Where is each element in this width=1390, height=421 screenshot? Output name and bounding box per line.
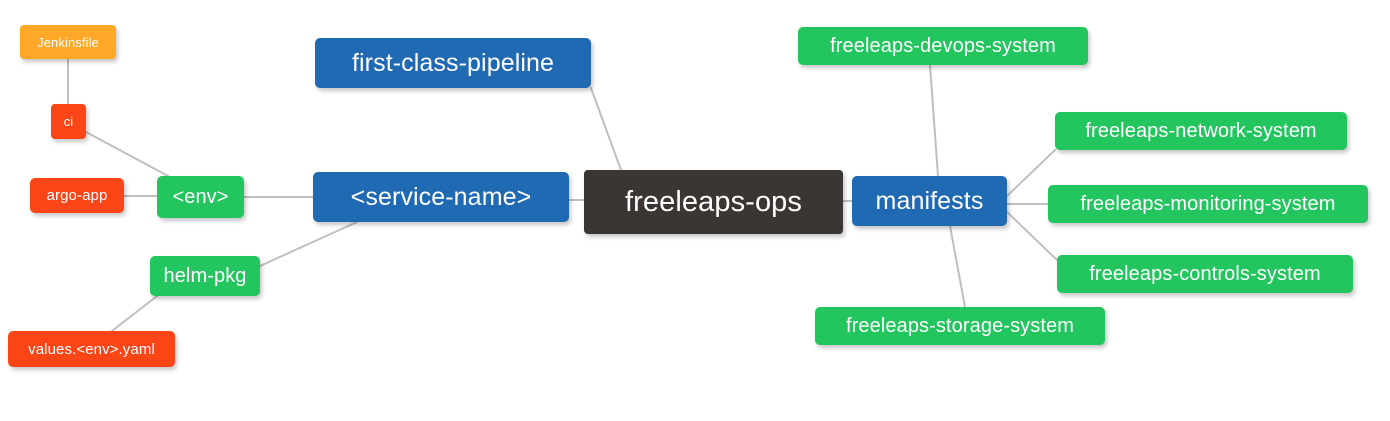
mindmap-node-label: argo-app <box>46 187 108 204</box>
mindmap-node-label: freeleaps-ops <box>624 185 802 218</box>
mindmap-node-label: first-class-pipeline <box>351 48 555 77</box>
mindmap-node-label: <env> <box>172 186 229 208</box>
mindmap-node-label: freeleaps-devops-system <box>830 35 1056 57</box>
mindmap-edge-manifests-to-storage-sys <box>949 225 966 308</box>
mindmap-node-monitoring-sys[interactable]: freeleaps-monitoring-system <box>1048 185 1368 223</box>
mindmap-edge-freeleaps-ops-to-first-class <box>590 87 622 171</box>
mindmap-node-first-class[interactable]: first-class-pipeline <box>315 38 591 88</box>
mindmap-edge-service-name-to-helm-pkg <box>259 221 358 267</box>
mindmap-node-network-sys[interactable]: freeleaps-network-system <box>1055 112 1347 150</box>
mindmap-node-label: freeleaps-network-system <box>1085 120 1317 142</box>
mindmap-node-label: ci <box>63 114 74 129</box>
mindmap-node-label: helm-pkg <box>163 265 247 287</box>
mindmap-node-label: values.<env>.yaml <box>28 340 155 358</box>
mindmap-node-controls-sys[interactable]: freeleaps-controls-system <box>1057 255 1353 293</box>
mindmap-node-env[interactable]: <env> <box>157 176 244 218</box>
mindmap-edge-helm-pkg-to-values-yaml <box>111 295 158 332</box>
mindmap-node-ci[interactable]: ci <box>51 104 86 139</box>
mindmap-node-label: Jenkinsfile <box>37 34 99 50</box>
mindmap-node-freeleaps-ops[interactable]: freeleaps-ops <box>584 170 843 234</box>
mindmap-node-storage-sys[interactable]: freeleaps-storage-system <box>815 307 1105 345</box>
mindmap-node-label: <service-name> <box>350 182 532 211</box>
mindmap-node-label: freeleaps-storage-system <box>845 315 1075 337</box>
mindmap-node-label: manifests <box>875 186 984 215</box>
mindmap-node-manifests[interactable]: manifests <box>852 176 1007 226</box>
mindmap-node-label: freeleaps-monitoring-system <box>1080 193 1336 215</box>
mindmap-node-helm-pkg[interactable]: helm-pkg <box>150 256 260 296</box>
mindmap-edge-env-to-ci <box>85 131 169 177</box>
mindmap-node-argo-app[interactable]: argo-app <box>30 178 124 213</box>
mindmap-node-jenkinsfile[interactable]: Jenkinsfile <box>20 25 116 59</box>
mindmap-node-service-name[interactable]: <service-name> <box>313 172 569 222</box>
mindmap-node-label: freeleaps-controls-system <box>1089 263 1321 285</box>
mindmap-edge-manifests-to-devops-sys <box>929 64 939 177</box>
mindmap-node-values-yaml[interactable]: values.<env>.yaml <box>8 331 175 367</box>
mindmap-node-devops-sys[interactable]: freeleaps-devops-system <box>798 27 1088 65</box>
